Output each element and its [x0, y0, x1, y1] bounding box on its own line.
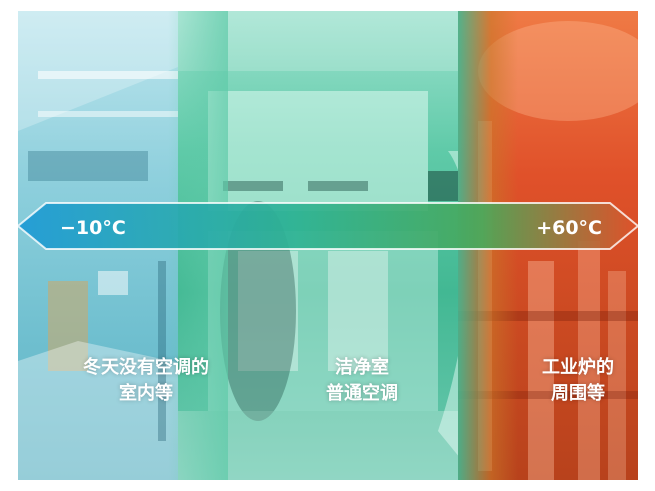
caption-cold-line1: 冬天没有空调的 — [83, 357, 209, 378]
clean-room-illustration — [178, 11, 498, 480]
caption-clean-line2: 普通空调 — [326, 383, 398, 404]
caption-clean-line1: 洁净室 — [335, 357, 389, 378]
clean-room-photo — [178, 11, 498, 480]
caption-heat-line1: 工业炉的 — [542, 357, 614, 378]
caption-cold-room: 冬天没有空调的 室内等 — [56, 355, 236, 407]
caption-heat-line2: 周围等 — [551, 383, 605, 404]
caption-industrial-furnace: 工业炉的 周围等 — [518, 355, 638, 407]
scale-max-label: +60°C — [536, 217, 602, 239]
caption-cold-line2: 室内等 — [119, 383, 173, 404]
temperature-scale-arrow — [18, 202, 638, 250]
caption-clean-room: 洁净室 普通空调 — [302, 355, 422, 407]
temperature-range-figure: −10°C +60°C 冬天没有空调的 室内等 洁净室 普通空调 工业炉的 周围… — [18, 11, 638, 480]
scale-min-label: −10°C — [60, 217, 126, 239]
